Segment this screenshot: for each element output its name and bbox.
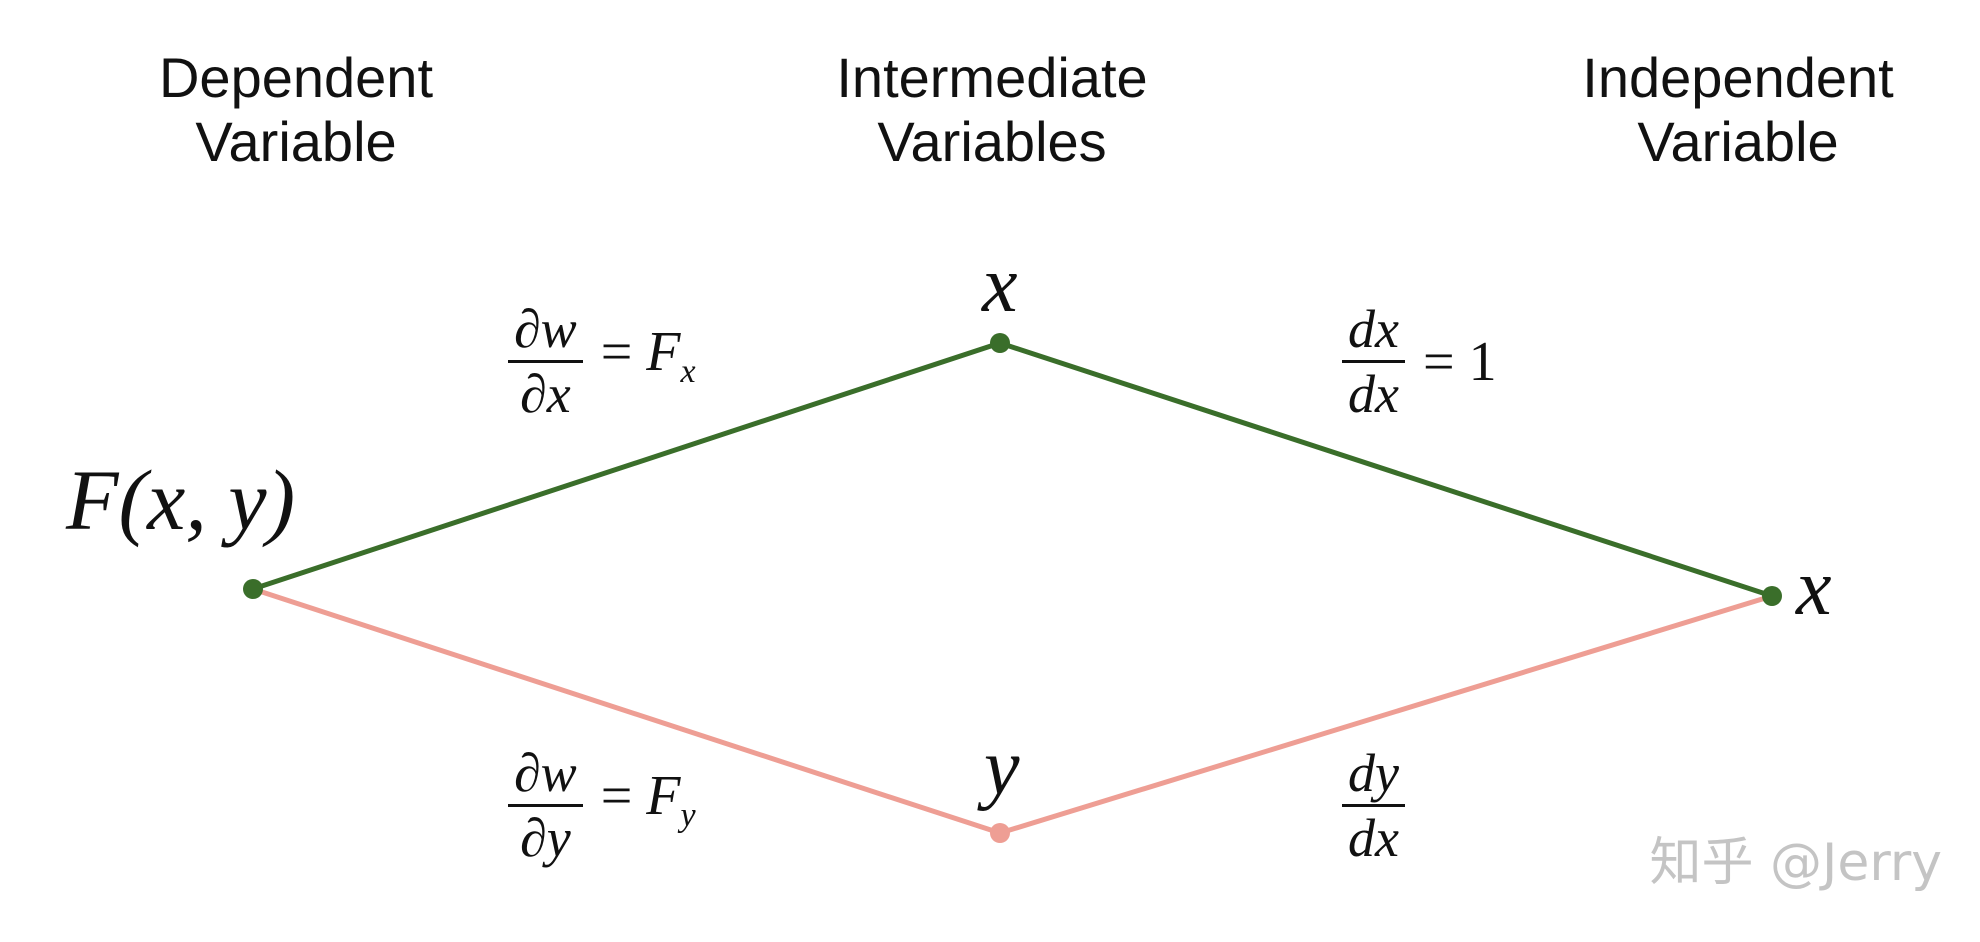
equals-sign: =	[600, 764, 633, 827]
node-independent-x	[1762, 586, 1782, 606]
fraction-dx-dx: dx dx	[1342, 298, 1405, 425]
denominator: ∂y	[520, 808, 571, 868]
fraction-bar	[508, 360, 583, 363]
denominator: ∂x	[520, 364, 571, 424]
numerator: ∂w	[514, 299, 577, 359]
rhs-one: = 1	[1423, 331, 1497, 393]
rhs-value: 1	[1468, 330, 1497, 393]
header-dependent-line1: Dependent	[158, 46, 433, 109]
intermediate-x-label: x	[982, 241, 1018, 329]
rhs-subscript: y	[680, 796, 696, 834]
rhs-fy: = Fy	[601, 765, 696, 847]
function-label: F(x, y)	[66, 452, 296, 548]
rhs-main: F	[646, 320, 681, 383]
fraction-bar	[508, 804, 583, 807]
watermark: 知乎 @Jerry	[1649, 833, 1942, 893]
edge-x-to-x	[999, 340, 1773, 599]
fraction-dw-dx: ∂w ∂x	[508, 298, 583, 425]
node-intermediate-y	[990, 823, 1010, 843]
independent-x-label: x	[1796, 544, 1832, 632]
numerator: dy	[1348, 743, 1399, 803]
fraction-bar	[1342, 360, 1405, 363]
equals-sign: =	[1422, 330, 1455, 393]
header-intermediate-variables: Intermediate Variables	[772, 46, 1212, 174]
fraction-bar	[1342, 804, 1405, 807]
edge-f-to-y	[252, 586, 1001, 836]
header-intermediate-line1: Intermediate	[836, 46, 1148, 109]
header-dependent-variable: Dependent Variable	[76, 46, 516, 174]
header-dependent-line2: Variable	[195, 110, 397, 173]
node-intermediate-x	[990, 333, 1010, 353]
rhs-fx: = Fx	[601, 321, 696, 403]
fraction-dw-dy: ∂w ∂y	[508, 742, 583, 869]
header-independent-line2: Variable	[1637, 110, 1839, 173]
denominator: dx	[1348, 364, 1399, 424]
header-intermediate-line2: Variables	[877, 110, 1107, 173]
derivative-dw-dy: ∂w ∂y = Fy	[508, 742, 696, 869]
derivative-dx-dx: dx dx = 1	[1342, 298, 1497, 425]
node-function	[243, 579, 263, 599]
numerator: ∂w	[514, 743, 577, 803]
intermediate-y-label: y	[984, 724, 1020, 812]
numerator: dx	[1348, 299, 1399, 359]
rhs-main: F	[646, 764, 681, 827]
rhs-subscript: x	[680, 352, 696, 390]
edge-f-to-x	[252, 340, 1001, 592]
derivative-dw-dx: ∂w ∂x = Fx	[508, 298, 696, 425]
equals-sign: =	[600, 320, 633, 383]
fraction-dy-dx: dy dx	[1342, 742, 1405, 869]
header-independent-variable: Independent Variable	[1518, 46, 1958, 174]
edge-y-to-x	[999, 593, 1773, 836]
denominator: dx	[1348, 808, 1399, 868]
derivative-dy-dx: dy dx	[1342, 742, 1405, 869]
header-independent-line1: Independent	[1582, 46, 1894, 109]
